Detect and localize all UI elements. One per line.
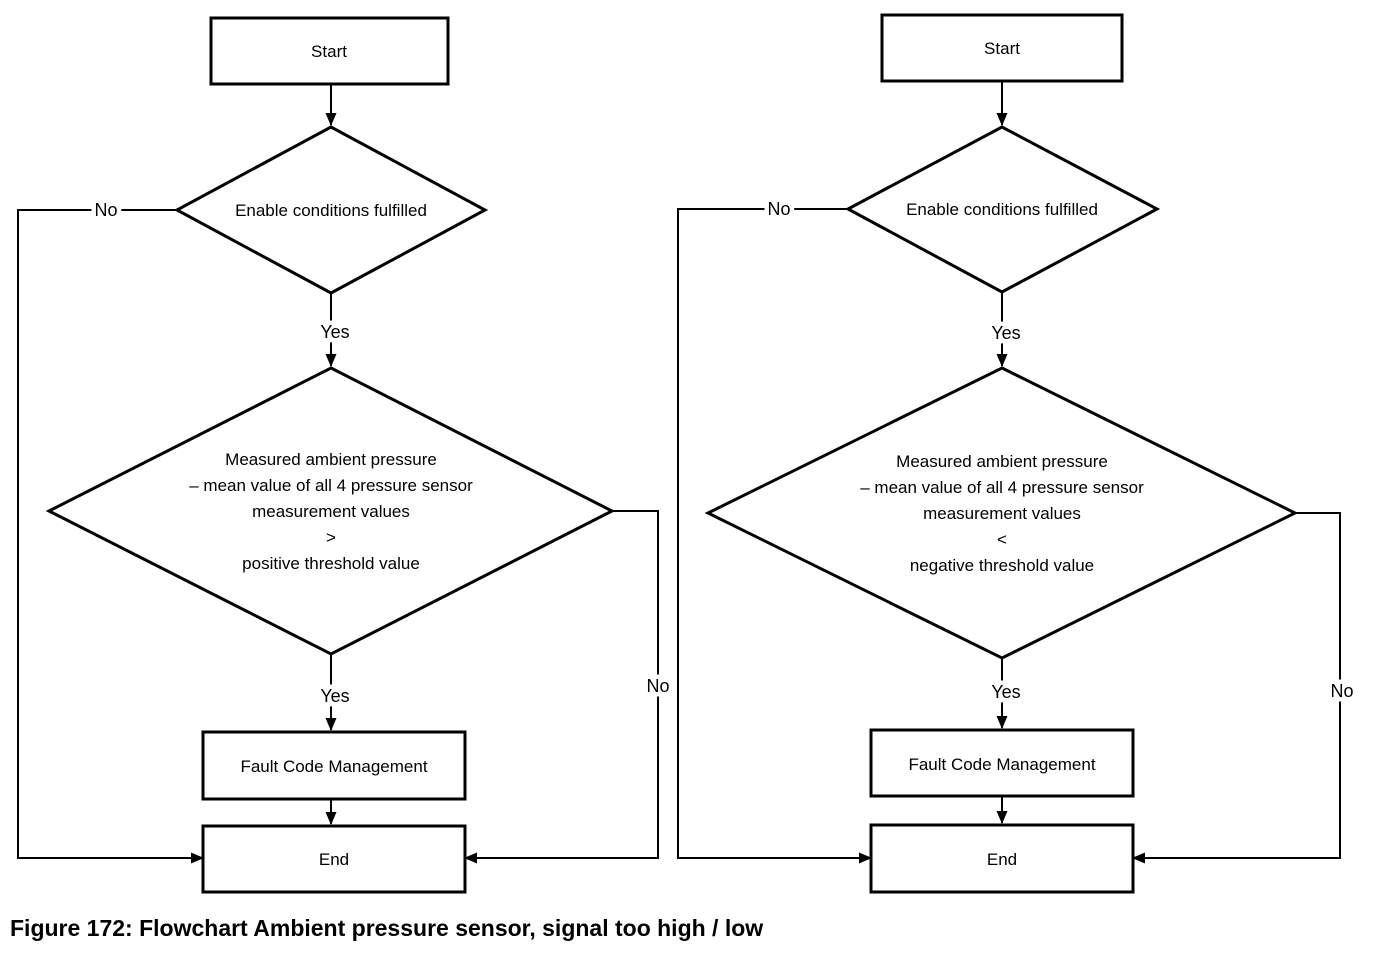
right-decision2-line1: Measured ambient pressure xyxy=(896,452,1108,471)
left-no2-label: No xyxy=(646,676,669,696)
left-decision1-label: Enable conditions fulfilled xyxy=(235,201,427,220)
left-decision2-line1: Measured ambient pressure xyxy=(225,450,437,469)
right-start-node xyxy=(880,13,1124,83)
flowchart-left: Start Enable conditions fulfilled No Yes… xyxy=(17,16,674,894)
left-edge-no2-return xyxy=(464,510,659,864)
left-decision2-line2: – mean value of all 4 pressure sensor xyxy=(189,476,473,495)
figure-caption: Figure 172: Flowchart Ambient pressure s… xyxy=(10,915,763,941)
right-end-label: End xyxy=(987,850,1017,869)
right-yes1-label: Yes xyxy=(991,323,1020,343)
left-yes2-label: Yes xyxy=(320,686,349,706)
right-edge-no2-return xyxy=(1132,512,1341,864)
left-yes1-label: Yes xyxy=(320,322,349,342)
right-decision2-line2: – mean value of all 4 pressure sensor xyxy=(860,478,1144,497)
left-edge-no-return xyxy=(17,209,204,864)
left-end-node xyxy=(201,824,467,894)
left-process-node xyxy=(201,730,467,801)
right-no1-label: No xyxy=(767,199,790,219)
right-no2-label: No xyxy=(1330,681,1353,701)
left-decision2-line3: measurement values xyxy=(252,502,410,521)
left-start-node xyxy=(209,16,450,86)
right-start-label: Start xyxy=(984,39,1020,58)
right-decision1-label: Enable conditions fulfilled xyxy=(906,200,1098,219)
left-decision2-line4: > xyxy=(326,528,336,547)
right-decision2-line5: negative threshold value xyxy=(910,556,1094,575)
left-decision2-line5: positive threshold value xyxy=(242,554,420,573)
left-process-label: Fault Code Management xyxy=(240,757,427,776)
left-no1-label: No xyxy=(94,200,117,220)
right-edge-no-return xyxy=(677,208,872,864)
right-decision2-line4: < xyxy=(997,530,1007,549)
right-decision2-line3: measurement values xyxy=(923,504,1081,523)
right-yes2-label: Yes xyxy=(991,682,1020,702)
right-end-node xyxy=(869,823,1135,894)
left-end-label: End xyxy=(319,850,349,869)
flowchart-right: Start Enable conditions fulfilled No Yes… xyxy=(677,13,1358,894)
right-process-label: Fault Code Management xyxy=(908,755,1095,774)
right-process-node xyxy=(869,728,1135,798)
left-start-label: Start xyxy=(311,42,347,61)
